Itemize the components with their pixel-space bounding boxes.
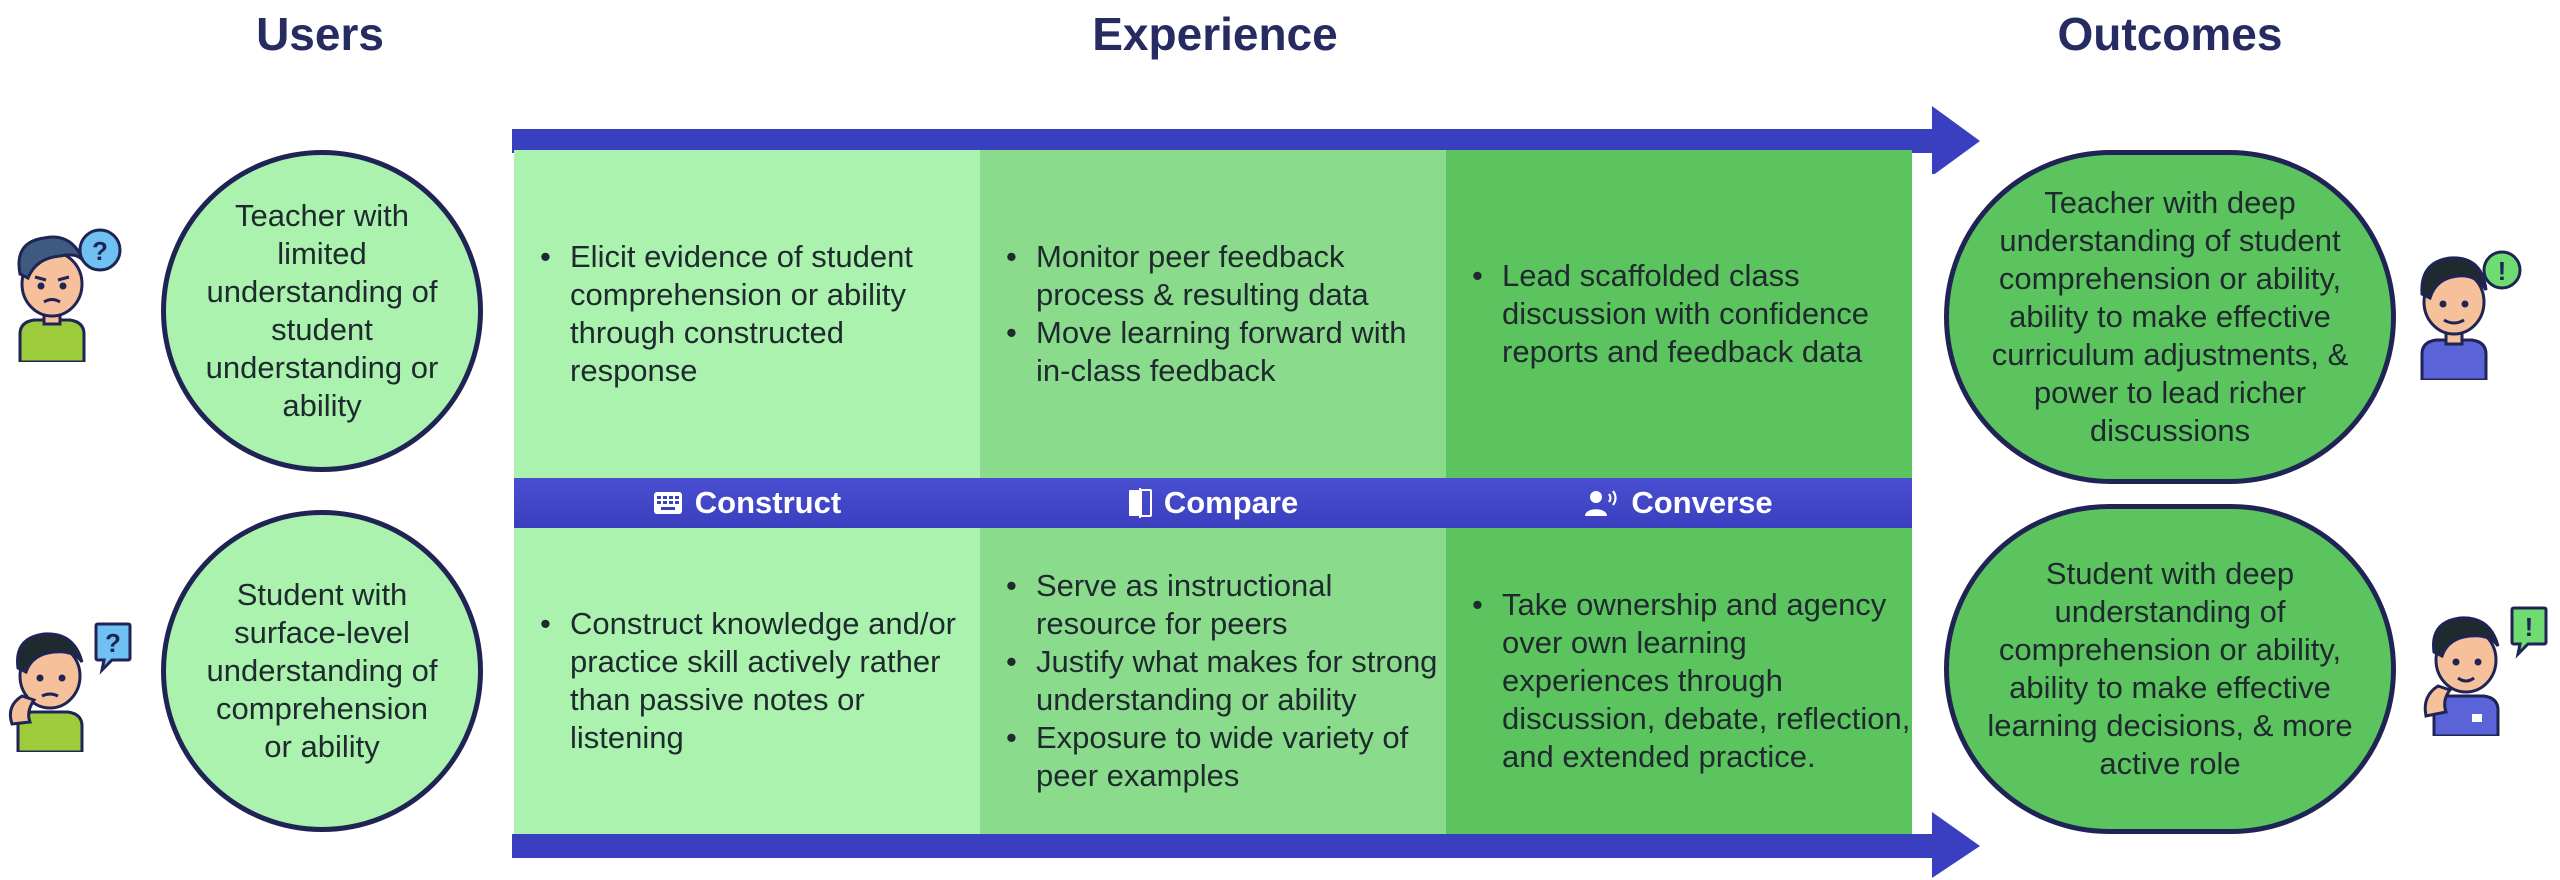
- top-flow-arrow: [512, 106, 1980, 174]
- list-item: Justify what makes for strong understand…: [1006, 643, 1446, 719]
- student-user-circle: Student with surface-level understanding…: [161, 510, 483, 832]
- student-compare-list: Serve as instructional resource for peer…: [980, 567, 1446, 795]
- phase-compare: Compare: [980, 478, 1446, 528]
- teacher-user-text: Teacher with limited understanding of st…: [205, 198, 439, 423]
- phase-construct-label: Construct: [694, 485, 842, 520]
- bottom-flow-arrow: [512, 812, 1980, 878]
- phase-compare-label: Compare: [1163, 485, 1299, 520]
- confident-teacher-avatar: !: [2420, 250, 2522, 380]
- list-item: Elicit evidence of student comprehension…: [540, 238, 980, 390]
- student-construct-list: Construct knowledge and/or practice skil…: [514, 605, 980, 757]
- student-outcome-text: Student with deep understanding of compr…: [1987, 556, 2353, 781]
- teacher-question-badge-icon: ?: [92, 236, 108, 266]
- teacher-exclaim-badge-icon: !: [2498, 256, 2507, 286]
- list-item: Lead scaffolded class discussion with co…: [1472, 257, 1912, 371]
- list-item: Monitor peer feedback process & resultin…: [1006, 238, 1446, 314]
- teacher-user-circle: Teacher with limited understanding of st…: [161, 150, 483, 472]
- list-item: Construct knowledge and/or practice skil…: [540, 605, 980, 757]
- student-user-text: Student with surface-level understanding…: [206, 577, 438, 764]
- student-question-badge-icon: ?: [105, 628, 121, 658]
- phase-converse: Converse: [1446, 478, 1912, 528]
- users-header: Users: [256, 8, 384, 60]
- confused-teacher-avatar: ?: [17, 228, 122, 362]
- speaking-person-icon: [1585, 490, 1617, 516]
- confident-student-avatar: !: [2423, 606, 2548, 736]
- phase-construct: Construct: [514, 478, 980, 528]
- teacher-outcome-oval: Teacher with deep understanding of stude…: [1944, 150, 2396, 484]
- student-construct-cell: Construct knowledge and/or practice skil…: [514, 528, 980, 834]
- student-compare-cell: Serve as instructional resource for peer…: [980, 528, 1446, 834]
- teacher-converse-cell: Lead scaffolded class discussion with co…: [1446, 150, 1912, 478]
- teacher-construct-cell: Elicit evidence of student comprehension…: [514, 150, 980, 478]
- keyboard-icon: [653, 492, 682, 514]
- experience-header: Experience: [1092, 8, 1338, 60]
- student-converse-list: Take ownership and agency over own learn…: [1446, 586, 1912, 776]
- teacher-converse-list: Lead scaffolded class discussion with co…: [1446, 257, 1912, 371]
- student-converse-cell: Take ownership and agency over own learn…: [1446, 528, 1912, 834]
- teacher-outcome-text: Teacher with deep understanding of stude…: [1991, 185, 2349, 448]
- list-item: Exposure to wide variety of peer example…: [1006, 719, 1446, 795]
- list-item: Take ownership and agency over own learn…: [1472, 586, 1912, 776]
- list-item: Serve as instructional resource for peer…: [1006, 567, 1446, 643]
- student-exclaim-badge-icon: !: [2525, 612, 2534, 642]
- confused-student-avatar: ?: [8, 622, 132, 752]
- student-outcome-oval: Student with deep understanding of compr…: [1944, 504, 2396, 834]
- teacher-compare-cell: Monitor peer feedback process & resultin…: [980, 150, 1446, 478]
- compare-icon: [1128, 488, 1152, 518]
- outcomes-header: Outcomes: [2057, 8, 2283, 60]
- teacher-compare-list: Monitor peer feedback process & resultin…: [980, 238, 1446, 390]
- phase-band: Construct Compare Converse: [514, 478, 1912, 528]
- phase-converse-label: Converse: [1631, 485, 1773, 520]
- teacher-construct-list: Elicit evidence of student comprehension…: [514, 238, 980, 390]
- list-item: Move learning forward with in-class feed…: [1006, 314, 1446, 390]
